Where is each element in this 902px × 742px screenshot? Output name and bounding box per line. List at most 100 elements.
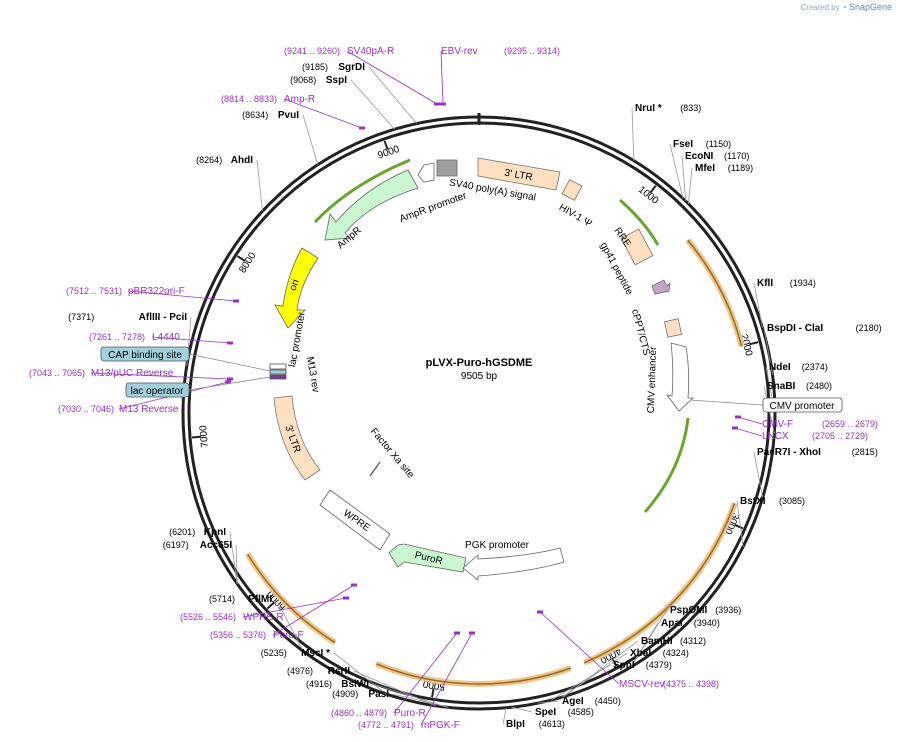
enzyme-position-paer7i-xhoi: (2815) xyxy=(852,447,878,457)
enzyme-snabi: SnaBI xyxy=(767,381,796,392)
enzyme-leader-pvui xyxy=(302,114,319,165)
enzyme-msci: MscI * xyxy=(301,648,330,659)
primer-mpgk-f: mPGK-F xyxy=(421,720,460,731)
ltr-3-left-feature xyxy=(273,395,321,481)
primer-m13-reverse: M13 Reverse xyxy=(119,404,179,415)
primer-leader-mpgk-f xyxy=(420,632,473,726)
factor-xa-mark xyxy=(369,461,381,477)
cap-binding-site-tag: CAP binding site xyxy=(100,346,271,372)
primer-l4440: L4440 xyxy=(152,332,180,343)
enzyme-leader-blpi xyxy=(502,707,507,725)
primer-leader-pbr322ori-f xyxy=(127,290,237,302)
primer-leader-puro-r xyxy=(393,632,458,714)
enzyme-leader-sspi xyxy=(350,79,395,130)
enzyme-xbai: XbaI xyxy=(630,648,651,659)
enzyme-leader-mfei xyxy=(688,167,693,204)
enzyme-sphi: SphI xyxy=(613,660,635,671)
primer-site-cmv-f xyxy=(735,415,741,419)
sv40-polya-box xyxy=(436,159,458,177)
enzyme-position-fsei: (1150) xyxy=(706,139,731,149)
primer-range-sv40pa-r: (9241 .. 9260) xyxy=(284,46,340,56)
primer-range-puro-f: (5356 .. 5376) xyxy=(210,630,266,640)
enzyme-leader-bsiwi xyxy=(372,683,448,708)
enzyme-position-bamhi: (4312) xyxy=(680,636,706,646)
ruler-tick-3000 xyxy=(734,523,744,530)
enzyme-bspdi-clai: BspDI - ClaI xyxy=(767,323,823,334)
enzyme-position-afliii-pcii: (7371) xyxy=(68,312,94,322)
enzyme-kfli: KflI xyxy=(757,278,773,289)
ampr-promoter-arrow xyxy=(417,162,435,183)
wpre-feature xyxy=(319,489,391,551)
primer-leader-ebv-rev xyxy=(440,50,444,105)
enzyme-leader-sphi xyxy=(551,664,611,701)
ruler-tick-2000 xyxy=(749,341,759,346)
primer-site-lncx xyxy=(732,426,738,430)
ampr-green-arc xyxy=(313,158,411,224)
ruler-label-8000: 8000 xyxy=(237,250,259,275)
gp41-arrow xyxy=(651,279,671,295)
primer-site-mscv-rev xyxy=(537,610,543,614)
enzyme-pspomi: PspOMI xyxy=(670,605,707,616)
enzyme-leader-apai xyxy=(630,622,659,668)
orange-arc-wpre-core xyxy=(247,553,336,644)
enzyme-position-blpi: (4613) xyxy=(539,719,565,729)
ori-label: ori xyxy=(288,278,302,292)
enzyme-pvui: PvuI xyxy=(278,110,299,121)
enzyme-leader-pasi xyxy=(392,693,449,708)
cmv-enhancer-label: CMV enhancer xyxy=(646,346,659,414)
primer-range-ebv-rev: (9295 .. 9314) xyxy=(504,46,560,56)
enzyme-agei: AgeI xyxy=(562,696,584,707)
orange-arc-rre-core xyxy=(687,239,743,347)
primer-range-pbr322ori-f: (7512 .. 7531) xyxy=(66,286,122,296)
primer-leader-wpre-r xyxy=(242,597,347,618)
primer-range-lncx: (2705 .. 2729) xyxy=(812,431,868,441)
enzyme-position-bspdi-clai: (2180) xyxy=(856,323,882,333)
enzyme-sspi: SspI xyxy=(326,75,347,86)
enzyme-sgrdi: SgrDI xyxy=(338,62,365,73)
hiv-psi-label: HIV-1 Ψ xyxy=(557,202,594,230)
enzyme-acc65i: Acc65I xyxy=(200,540,232,551)
enzyme-leader-kfli xyxy=(753,282,763,328)
plasmid-size: 9505 bp xyxy=(461,371,498,382)
primer-leader-amp-r xyxy=(283,98,363,129)
primer-amp-r: Amp-R xyxy=(284,94,315,105)
primer-range-amp-r: (8814 .. 8833) xyxy=(221,94,277,104)
enzyme-ahdi: AhdI xyxy=(231,155,253,166)
enzyme-bsiwi: BsiWI xyxy=(341,679,369,690)
enzyme-leader-sgrdi xyxy=(368,66,418,124)
primer-range-puro-r: (4860 .. 4879) xyxy=(331,708,387,718)
enzyme-afliii-pcii: AflIII - PciI xyxy=(139,312,188,323)
enzyme-leader-agei xyxy=(537,700,560,704)
primer-range-mpgk-f: (4772 .. 4791) xyxy=(358,720,414,730)
primer-site-sv40pa-r xyxy=(434,102,440,106)
cap-binding-box xyxy=(269,374,287,380)
primer-leader-cmv-f xyxy=(737,416,763,425)
enzyme-leader-bstxi xyxy=(736,500,744,547)
enzyme-fsei: FseI xyxy=(673,139,693,150)
snapgene-logo-icon: ◔ xyxy=(841,3,847,12)
enzyme-position-apai: (3940) xyxy=(694,618,720,628)
green-arc-right-mid xyxy=(643,417,690,513)
enzyme-econi: EcoNI xyxy=(685,151,714,162)
enzyme-position-sspi: (9068) xyxy=(290,75,316,85)
primer-sv40pa-r: SV40pA-R xyxy=(347,46,394,57)
enzyme-position-bsiwi: (4916) xyxy=(306,679,332,689)
credit-prefix: Created by xyxy=(800,3,840,12)
primer-site-puro-f xyxy=(351,583,357,587)
primer-leader-sv40pa-r xyxy=(346,50,438,105)
orange-feature-arcs xyxy=(245,238,745,687)
primer-leader-mscv-rev xyxy=(539,611,620,685)
pgk-promoter-label: PGK promoter xyxy=(465,540,530,551)
primer-leader-l4440 xyxy=(151,336,231,344)
enzyme-position-xbai: (4324) xyxy=(663,648,689,658)
primer-range-l4440: (7261 .. 7278) xyxy=(89,332,145,342)
enzyme-position-msci: (5235) xyxy=(261,648,287,658)
primer-site-pbr322ori-f xyxy=(233,299,239,303)
enzyme-position-sphi: (4379) xyxy=(646,660,672,670)
primer-site-mpgk-f xyxy=(469,631,475,635)
enzyme-leader-econi xyxy=(681,155,687,202)
primer-range-cmv-f: (2659 .. 2679) xyxy=(822,419,878,429)
cap-binding-site-text: CAP binding site xyxy=(108,350,182,361)
pgk-promoter-feature xyxy=(462,547,565,581)
